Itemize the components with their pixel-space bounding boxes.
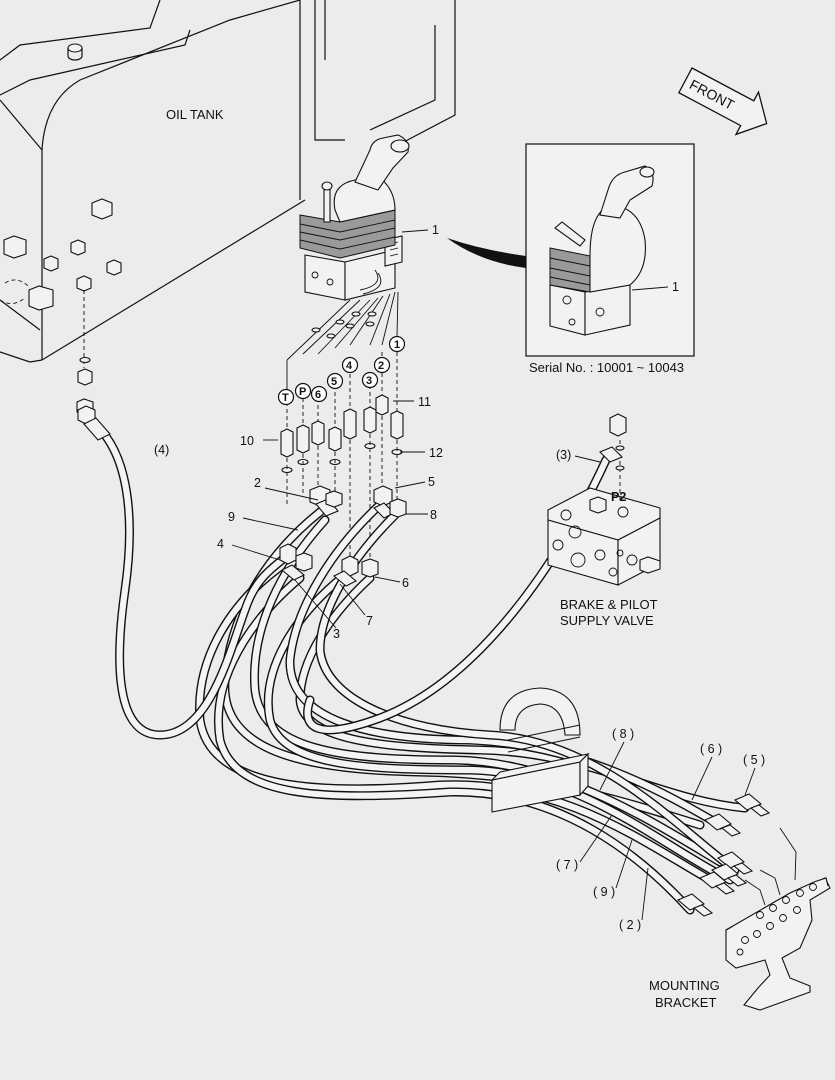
callout-12: 12 [429,446,443,460]
callout-leaders [231,400,428,629]
port-markers: T P 6 5 4 3 2 1 [277,335,406,406]
callout-1-inset: 1 [672,280,679,294]
callout-hose-2: ( 2 ) [619,918,641,932]
port-marker-P: P [294,382,312,400]
port-leader-lines [286,291,399,432]
svg-text:4: 4 [346,360,353,372]
callout-1: 1 [432,223,439,237]
mounting-bracket-label-line1: MOUNTING [649,978,720,993]
callout-numbers: 10 11 12 2 5 8 9 4 6 3 7 (4) (3) ( 8 ) (… [154,395,765,932]
svg-text:P: P [299,386,306,398]
callout-hose-9: ( 9 ) [593,885,615,899]
port-marker-6: 6 [310,385,328,403]
hose-bundle [85,415,750,915]
port-marker-T: T [277,388,295,406]
callout-10: 10 [240,434,254,448]
svg-text:T: T [282,392,289,404]
brake-valve-label-line1: BRAKE & PILOT [560,597,658,612]
brake-valve-label-line2: SUPPLY VALVE [560,613,654,628]
mounting-bracket-label-line2: BRACKET [655,995,716,1010]
port-marker-4: 4 [341,356,359,374]
callout-hose-5: ( 5 ) [743,753,765,767]
callout-6: 6 [402,576,409,590]
callout-11: 11 [418,395,431,409]
callout-3: 3 [333,627,340,641]
port-marker-3: 3 [361,371,379,389]
callout-4: 4 [217,537,224,551]
callout-hose-4: (4) [154,443,169,457]
svg-text:6: 6 [315,389,321,401]
svg-text:5: 5 [331,376,337,388]
port-marker-1: 1 [388,335,406,353]
oil-tank-label: OIL TANK [166,107,224,122]
joystick-valve: 1 [299,134,526,301]
serial-number-label: Serial No. : 10001 ~ 10043 [529,360,684,375]
callout-7: 7 [366,614,373,628]
callout-5: 5 [428,475,435,489]
mounting-bracket: MOUNTING BRACKET [649,827,831,1011]
port-marker-5: 5 [326,372,344,390]
callout-hose-6: ( 6 ) [700,742,722,756]
callout-8: 8 [430,508,437,522]
oil-tank: OIL TANK [0,0,456,416]
elbow-fittings [279,485,407,587]
bracket-hose-fittings [676,793,771,917]
hose-clamp [490,687,590,813]
callout-hose-7: ( 7 ) [556,858,578,872]
svg-text:2: 2 [378,360,384,372]
callout-2: 2 [254,476,261,490]
svg-text:1: 1 [394,339,400,351]
front-arrow-icon: FRONT [677,67,768,136]
callout-hose-3: (3) [556,448,571,462]
callout-hose-8: ( 8 ) [612,727,634,741]
tank-bolt-icon [0,198,122,311]
tank-hose-fitting [77,405,111,441]
port-marker-2: 2 [373,356,391,374]
adapter-fittings [280,394,404,560]
p2-label: P2 [611,490,626,504]
svg-text:3: 3 [366,375,372,387]
brake-pilot-supply-valve: P2 BRAKE & PILOT SUPPLY VALVE [547,413,661,628]
serial-inset-box: 1 Serial No. : 10001 ~ 10043 [525,143,695,375]
callout-9: 9 [228,510,235,524]
